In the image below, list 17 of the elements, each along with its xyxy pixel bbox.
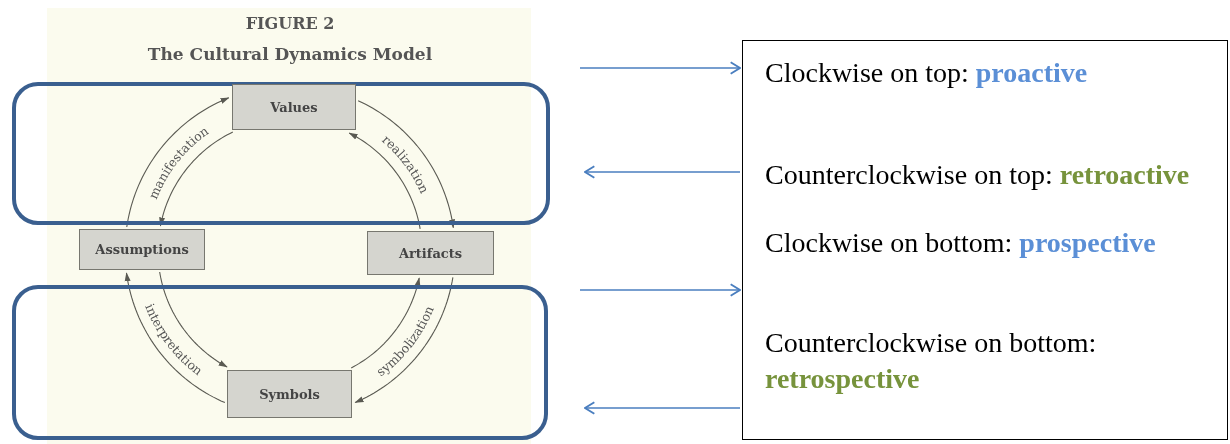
arrow bbox=[584, 165, 741, 179]
figure-number: FIGURE 2 bbox=[244, 14, 336, 33]
description-text: Clockwise on bottom: prospective bbox=[765, 226, 1157, 260]
arrow bbox=[584, 401, 741, 415]
figure-title: The Cultural Dynamics Model bbox=[146, 44, 434, 64]
highlight-frame bbox=[12, 285, 548, 440]
arrow bbox=[579, 61, 741, 75]
description-text: Counterclockwise on bottom: retrospective bbox=[765, 326, 1098, 396]
concept-box: Values bbox=[232, 84, 356, 130]
description-text: Counterclockwise on top: retroactive bbox=[765, 158, 1191, 192]
highlight-frame bbox=[12, 82, 550, 225]
arrow bbox=[579, 283, 741, 297]
concept-box: Artifacts bbox=[367, 231, 494, 275]
concept-box: Assumptions bbox=[79, 229, 205, 270]
description-text: Clockwise on top: proactive bbox=[765, 56, 1089, 90]
text-panel bbox=[742, 40, 1228, 440]
concept-box: Symbols bbox=[227, 370, 352, 418]
